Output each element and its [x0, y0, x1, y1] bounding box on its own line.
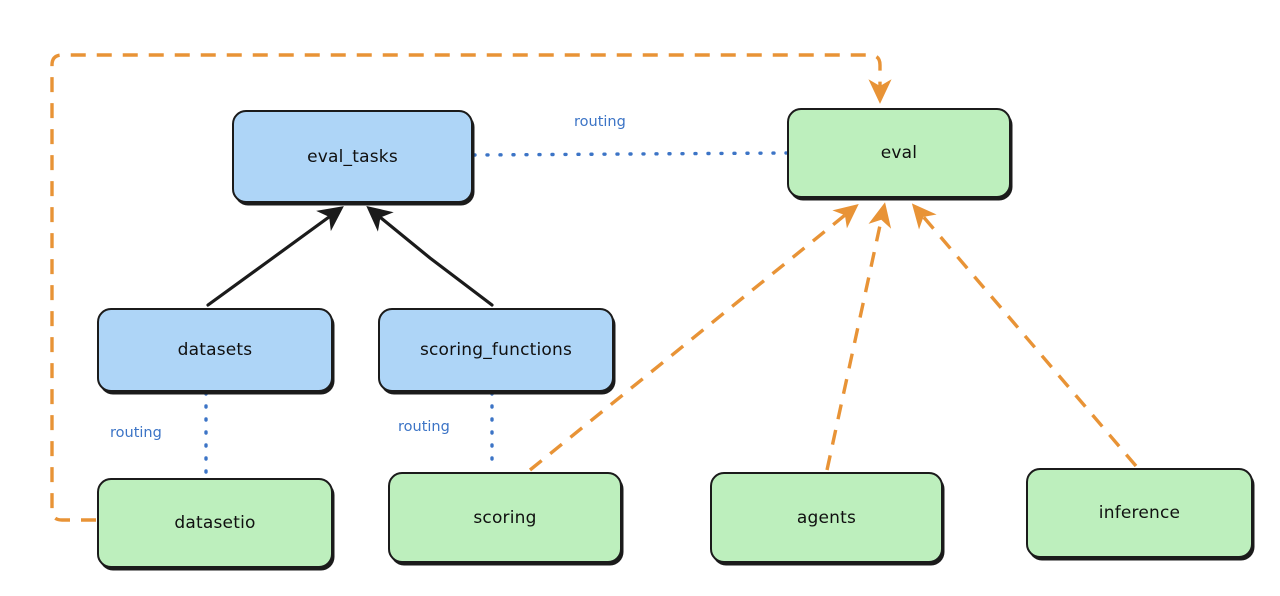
- node-scoring[interactable]: scoring: [388, 472, 622, 563]
- edge-inference-to-eval: [911, 203, 1138, 468]
- node-label-scoring: scoring: [473, 507, 537, 528]
- node-datasetio[interactable]: datasetio: [97, 478, 333, 568]
- edge-label-routing-eval-tasks-eval: routing: [574, 114, 626, 130]
- node-label-datasets: datasets: [177, 340, 253, 360]
- edge-scoring-functions-to-eval-tasks: [366, 205, 494, 307]
- node-label-eval-tasks: eval_tasks: [307, 146, 398, 167]
- node-eval-tasks[interactable]: eval_tasks: [232, 110, 473, 203]
- edge-scoring-to-eval: [528, 203, 859, 472]
- node-scoring-functions[interactable]: scoring_functions: [378, 308, 614, 392]
- edge-agents-to-eval: [825, 202, 892, 471]
- node-inference[interactable]: inference: [1026, 468, 1253, 558]
- edge-label-routing-datasets-datasetio: routing: [110, 425, 162, 441]
- node-label-agents: agents: [796, 507, 857, 528]
- edge-eval-tasks-to-eval: [472, 151, 788, 157]
- node-eval[interactable]: eval: [787, 108, 1011, 198]
- edge-datasetio-to-eval: [50, 53, 892, 522]
- node-label-inference: inference: [1098, 503, 1181, 523]
- node-label-scoring-functions: scoring_functions: [419, 340, 573, 360]
- edge-datasets-to-eval-tasks: [206, 206, 344, 307]
- node-label-datasetio: datasetio: [174, 513, 256, 533]
- node-agents[interactable]: agents: [710, 472, 943, 563]
- edge-label-routing-scoring-functions-scoring: routing: [398, 419, 450, 435]
- node-datasets[interactable]: datasets: [97, 308, 333, 392]
- node-label-eval: eval: [880, 143, 918, 163]
